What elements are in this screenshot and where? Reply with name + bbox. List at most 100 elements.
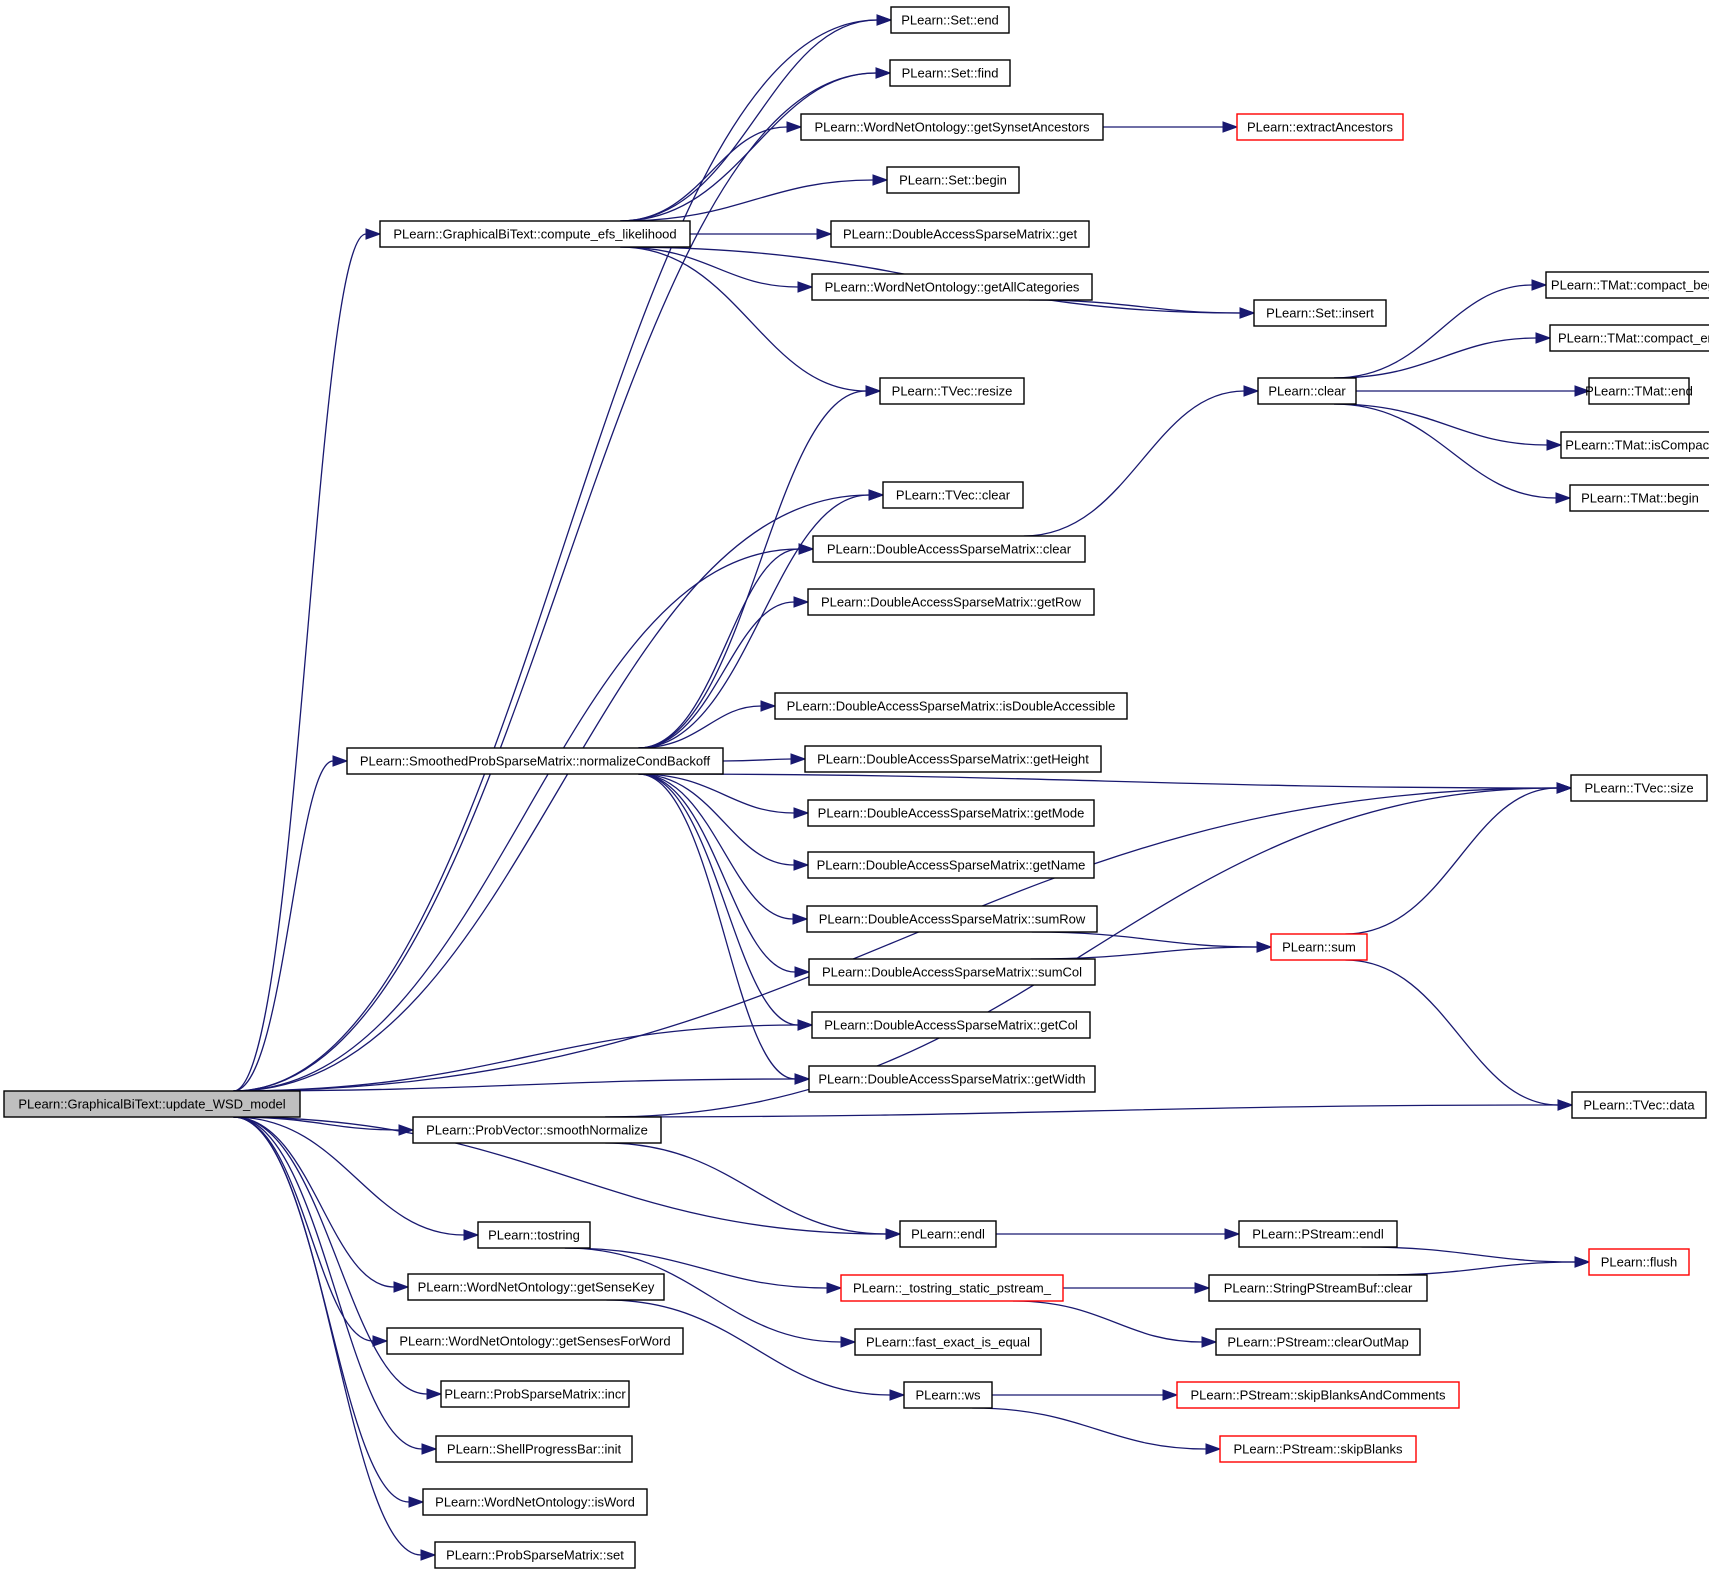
- function-node-dasm-get[interactable]: PLearn::DoubleAccessSparseMatrix::get: [830, 220, 1090, 248]
- function-node-pstream-endl[interactable]: PLearn::PStream::endl: [1238, 1220, 1398, 1248]
- node-label: PLearn::_tostring_static_pstream_: [853, 1281, 1052, 1296]
- node-box: [1560, 431, 1709, 459]
- function-node-getsensesforword[interactable]: PLearn::WordNetOntology::getSensesForWor…: [386, 1327, 684, 1355]
- edge-line: [1345, 787, 1558, 935]
- function-node-tmat-compact-begin[interactable]: PLearn::TMat::compact_begin: [1545, 271, 1709, 299]
- node-box: [1588, 1248, 1690, 1276]
- function-node-dasm-getheight[interactable]: PLearn::DoubleAccessSparseMatrix::getHei…: [804, 745, 1102, 773]
- call-edge: [233, 1116, 438, 1455]
- function-node-update-wsd-model[interactable]: PLearn::GraphicalBiText::update_WSD_mode…: [3, 1090, 301, 1118]
- function-node-tmat-end[interactable]: PLearn::TMat::end: [1585, 377, 1693, 405]
- arrowhead: [826, 1282, 843, 1294]
- edge-line: [233, 787, 1558, 1092]
- function-node-skipblanks[interactable]: PLearn::PStream::skipBlanks: [1219, 1435, 1417, 1463]
- function-node-spsbuf-clear[interactable]: PLearn::StringPStreamBuf::clear: [1208, 1274, 1428, 1302]
- node-label: PLearn::StringPStreamBuf::clear: [1224, 1281, 1413, 1296]
- node-label: PLearn::DoubleAccessSparseMatrix::getHei…: [817, 752, 1089, 767]
- function-node-sum[interactable]: PLearn::sum: [1270, 933, 1368, 961]
- node-label: PLearn::TVec::resize: [892, 384, 1013, 399]
- edge-line: [1023, 390, 1245, 537]
- function-node-dasm-getrow[interactable]: PLearn::DoubleAccessSparseMatrix::getRow: [807, 588, 1095, 616]
- function-node-set-end[interactable]: PLearn::Set::end: [890, 6, 1010, 34]
- edge-line: [233, 1116, 887, 1235]
- arrowhead: [1574, 1256, 1591, 1268]
- function-node-compute-efs[interactable]: PLearn::GraphicalBiText::compute_efs_lik…: [379, 220, 691, 248]
- call-edge: [638, 773, 810, 819]
- function-node-dasm-getcol[interactable]: PLearn::DoubleAccessSparseMatrix::getCol: [811, 1011, 1091, 1039]
- function-node-tvec-size[interactable]: PLearn::TVec::size: [1570, 774, 1708, 802]
- call-edge: [606, 1299, 906, 1401]
- function-node-clearoutmap[interactable]: PLearn::PStream::clearOutMap: [1215, 1328, 1421, 1356]
- function-node-dasm-sumcol[interactable]: PLearn::DoubleAccessSparseMatrix::sumCol: [808, 958, 1096, 986]
- node-label: PLearn::clear: [1268, 384, 1346, 399]
- edge-line: [1013, 1300, 1203, 1343]
- node-box: [1219, 1435, 1417, 1463]
- edge-line: [606, 1299, 891, 1396]
- function-node-psm-set[interactable]: PLearn::ProbSparseMatrix::set: [434, 1541, 636, 1569]
- node-label: PLearn::flush: [1601, 1255, 1678, 1270]
- function-node-extractancestors[interactable]: PLearn::extractAncestors: [1236, 113, 1404, 141]
- function-node-tmat-compact-end[interactable]: PLearn::TMat::compact_end: [1549, 324, 1709, 352]
- node-box: [1571, 1091, 1707, 1119]
- function-node-ws[interactable]: PLearn::ws: [903, 1381, 993, 1409]
- node-box: [412, 1116, 662, 1144]
- function-node-spb-init[interactable]: PLearn::ShellProgressBar::init: [435, 1435, 633, 1463]
- call-edge: [972, 1407, 1222, 1455]
- function-node-set-begin[interactable]: PLearn::Set::begin: [886, 166, 1020, 194]
- function-node-fast-exact-is-equal[interactable]: PLearn::fast_exact_is_equal: [854, 1328, 1042, 1356]
- function-node-tostring[interactable]: PLearn::tostring: [477, 1221, 591, 1249]
- function-node-getsynsetancestors[interactable]: PLearn::WordNetOntology::getSynsetAncest…: [800, 113, 1104, 141]
- call-edge: [620, 246, 814, 293]
- function-node-dasm-getmode[interactable]: PLearn::DoubleAccessSparseMatrix::getMod…: [807, 799, 1095, 827]
- edge-line: [638, 773, 794, 920]
- node-label: PLearn::DoubleAccessSparseMatrix::get: [843, 227, 1078, 242]
- call-edge: [233, 782, 1573, 1092]
- arrowhead: [1531, 279, 1548, 291]
- arrowhead: [408, 1496, 425, 1508]
- function-node-psm-incr[interactable]: PLearn::ProbSparseMatrix::incr: [440, 1380, 630, 1408]
- function-node-tvec-clear[interactable]: PLearn::TVec::clear: [882, 481, 1024, 509]
- node-box: [800, 113, 1104, 141]
- function-node-tmat-iscompact[interactable]: PLearn::TMat::isCompact: [1560, 431, 1709, 459]
- call-edge: [605, 1099, 1574, 1118]
- function-node-getallcategories[interactable]: PLearn::WordNetOntology::getAllCategorie…: [811, 273, 1093, 301]
- node-label: PLearn::WordNetOntology::isWord: [435, 1495, 635, 1510]
- node-label: PLearn::GraphicalBiText::compute_efs_lik…: [393, 227, 676, 242]
- node-label: PLearn::PStream::skipBlanksAndComments: [1190, 1388, 1446, 1403]
- function-node-dasm-getwidth[interactable]: PLearn::DoubleAccessSparseMatrix::getWid…: [808, 1065, 1096, 1093]
- function-node-smoothnormalize[interactable]: PLearn::ProbVector::smoothNormalize: [412, 1116, 662, 1144]
- call-edge: [1333, 332, 1552, 379]
- function-node-dasm-clear[interactable]: PLearn::DoubleAccessSparseMatrix::clear: [812, 535, 1086, 563]
- edge-line: [638, 601, 795, 749]
- function-node-tmat-begin[interactable]: PLearn::TMat::begin: [1569, 484, 1709, 512]
- function-node-tvec-data[interactable]: PLearn::TVec::data: [1571, 1091, 1707, 1119]
- call-edge: [638, 700, 777, 749]
- function-node-clear[interactable]: PLearn::clear: [1257, 377, 1357, 405]
- function-node-normalizecondbackoff[interactable]: PLearn::SmoothedProbSparseMatrix::normal…: [346, 747, 724, 775]
- function-node-dasm-sumrow[interactable]: PLearn::DoubleAccessSparseMatrix::sumRow: [806, 905, 1098, 933]
- node-box: [1236, 113, 1404, 141]
- node-box: [807, 799, 1095, 827]
- function-node-tvec-resize[interactable]: PLearn::TVec::resize: [879, 377, 1025, 405]
- function-node-set-insert[interactable]: PLearn::Set::insert: [1253, 299, 1387, 327]
- node-box: [1549, 324, 1709, 352]
- function-node-flush[interactable]: PLearn::flush: [1588, 1248, 1690, 1276]
- function-node-isword[interactable]: PLearn::WordNetOntology::isWord: [422, 1488, 648, 1516]
- node-box: [422, 1488, 648, 1516]
- arrowhead: [793, 859, 810, 871]
- edge-line: [638, 494, 870, 749]
- function-node-getsensekey[interactable]: PLearn::WordNetOntology::getSenseKey: [407, 1273, 665, 1301]
- function-node-tostring-static[interactable]: PLearn::_tostring_static_pstream_: [840, 1274, 1064, 1302]
- function-node-dasm-getname[interactable]: PLearn::DoubleAccessSparseMatrix::getNam…: [807, 851, 1095, 879]
- node-box: [830, 220, 1090, 248]
- call-edge: [605, 1142, 902, 1240]
- function-node-endl[interactable]: PLearn::endl: [899, 1220, 997, 1248]
- arrowhead: [463, 1229, 480, 1241]
- function-node-set-find[interactable]: PLearn::Set::find: [889, 59, 1011, 87]
- function-node-skipblanksandcomments[interactable]: PLearn::PStream::skipBlanksAndComments: [1176, 1381, 1460, 1409]
- edge-line: [1333, 337, 1537, 379]
- function-node-dasm-isdoubleaccessible[interactable]: PLearn::DoubleAccessSparseMatrix::isDoub…: [774, 692, 1128, 720]
- call-edge: [620, 246, 882, 397]
- arrowhead: [1243, 385, 1260, 397]
- call-edge: [233, 1116, 389, 1347]
